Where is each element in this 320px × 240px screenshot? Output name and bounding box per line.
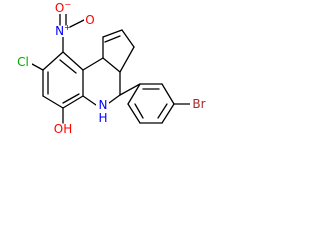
hydroxyl-label: OH bbox=[54, 122, 72, 136]
nitro-oxygen-top-label: O− bbox=[55, 0, 71, 15]
chlorine-label: Cl bbox=[17, 55, 29, 69]
chemical-structure-diagram: N+ O− O Cl N H OH Br bbox=[14, 0, 208, 136]
nitro-nitrogen-label: N+ bbox=[55, 23, 71, 38]
atom-labels: N+ O− O Cl N H OH Br bbox=[14, 0, 208, 136]
bond-lines bbox=[31, 11, 191, 124]
amine-nitrogen-label: N bbox=[99, 98, 108, 112]
amine-hydrogen-label: H bbox=[98, 111, 107, 125]
nitro-oxygen-right-label: O bbox=[85, 13, 94, 27]
bromine-label: Br bbox=[192, 97, 205, 111]
